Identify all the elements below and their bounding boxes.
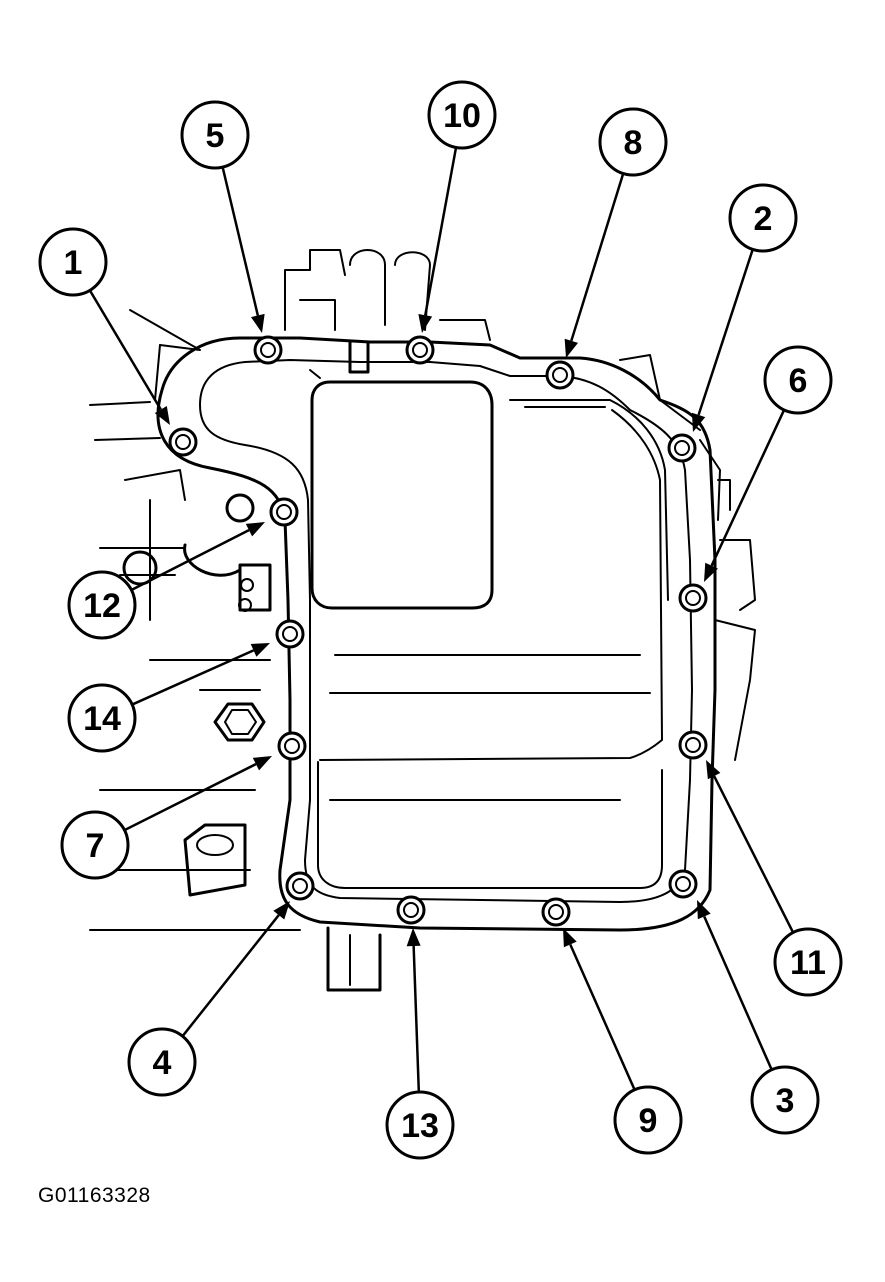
bolt-10: [405, 335, 435, 365]
callout-7: 7: [60, 810, 130, 880]
leader-arrow-3: [697, 900, 773, 1071]
bolt-3: [668, 869, 698, 899]
callout-label-6: 6: [789, 362, 808, 400]
callout-1: 1: [38, 227, 108, 297]
callout-label-2: 2: [754, 200, 773, 238]
callout-4: 4: [127, 1027, 197, 1097]
callout-label-11: 11: [790, 944, 826, 982]
callout-label-12: 12: [83, 587, 121, 625]
callout-3: 3: [750, 1065, 820, 1135]
callout-label-8: 8: [624, 124, 643, 162]
leader-arrow-11: [706, 760, 795, 934]
leader-arrow-8: [564, 173, 625, 358]
leader-arrow-7: [123, 756, 272, 832]
bolt-7: [277, 731, 307, 761]
bolt-14: [275, 619, 305, 649]
callout-6: 6: [763, 345, 833, 415]
callout-11: 11: [773, 927, 843, 997]
leader-arrow-2: [691, 248, 754, 432]
bolt-13: [396, 895, 426, 925]
callout-9: 9: [613, 1085, 683, 1155]
bolt-8: [545, 360, 575, 390]
leader-arrow-1: [88, 289, 170, 425]
leader-arrow-group: [88, 147, 795, 1093]
callout-5: 5: [180, 100, 250, 170]
bolt-9: [541, 897, 571, 927]
leader-arrow-14: [131, 643, 270, 706]
bolt-group: [168, 335, 708, 927]
leader-arrow-9: [563, 928, 636, 1091]
bolt-1: [168, 427, 198, 457]
callout-label-4: 4: [153, 1044, 172, 1082]
callout-label-7: 7: [86, 827, 105, 865]
background-housing: [89, 249, 756, 992]
callout-2: 2: [728, 183, 798, 253]
bolt-11: [678, 730, 708, 760]
leader-arrow-10: [418, 147, 458, 333]
bolt-4: [285, 871, 315, 901]
bolt-6: [678, 583, 708, 613]
callout-10: 10: [427, 80, 497, 150]
bolt-12: [269, 497, 299, 527]
callout-label-13: 13: [401, 1107, 439, 1145]
callout-label-10: 10: [443, 97, 481, 135]
leader-arrow-4: [181, 901, 290, 1037]
leader-arrow-13: [406, 928, 421, 1093]
oil-pan: [156, 336, 717, 932]
leader-arrow-5: [221, 166, 265, 333]
bolt-5: [253, 335, 283, 365]
callout-label-5: 5: [206, 117, 225, 155]
callout-label-14: 14: [83, 700, 121, 738]
callout-8: 8: [598, 107, 668, 177]
callout-14: 14: [67, 683, 137, 753]
callout-label-1: 1: [64, 244, 83, 282]
callout-label-9: 9: [639, 1102, 658, 1140]
callout-label-3: 3: [776, 1082, 795, 1120]
bolt-2: [667, 433, 697, 463]
callout-12: 12: [67, 570, 137, 640]
leader-arrow-12: [130, 522, 265, 592]
leader-arrow-6: [704, 409, 786, 582]
callout-13: 13: [385, 1090, 455, 1160]
figure-id: G01163328: [38, 1184, 151, 1207]
